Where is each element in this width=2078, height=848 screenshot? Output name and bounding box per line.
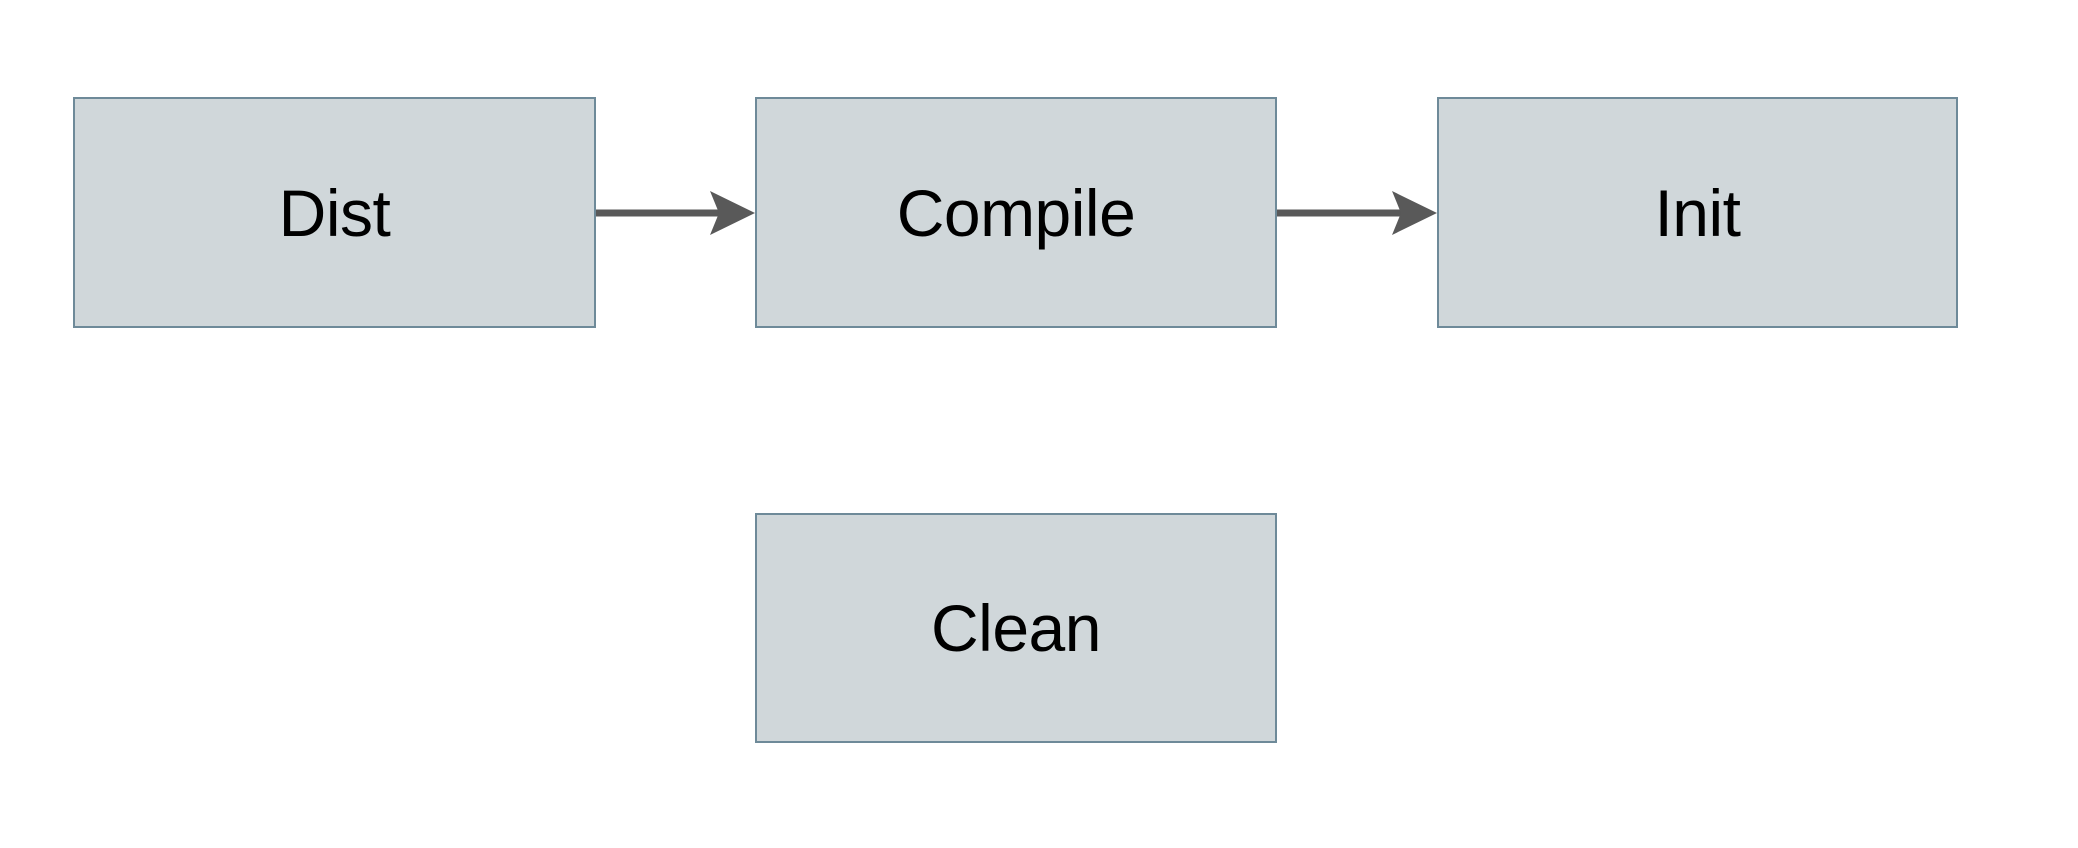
node-compile-label: Compile	[896, 175, 1136, 250]
node-init-label: Init	[1654, 175, 1741, 250]
node-dist[interactable]: Dist	[73, 97, 596, 328]
edge-dist-to-compile-arrowhead	[710, 191, 755, 235]
edge-dist-to-compile	[596, 191, 755, 235]
node-clean[interactable]: Clean	[755, 513, 1277, 743]
node-init[interactable]: Init	[1437, 97, 1958, 328]
edge-compile-to-init-arrowhead	[1392, 191, 1437, 235]
node-compile[interactable]: Compile	[755, 97, 1277, 328]
edge-compile-to-init	[1277, 191, 1437, 235]
node-clean-label: Clean	[931, 591, 1101, 665]
node-dist-label: Dist	[278, 175, 391, 250]
